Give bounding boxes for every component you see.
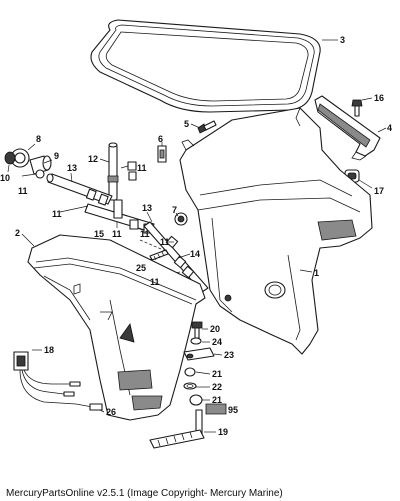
shaft-part-12	[107, 142, 119, 201]
callout-21-b: 21	[212, 395, 222, 405]
lower-cowl-part-2	[27, 234, 206, 421]
callout-16: 16	[374, 93, 384, 103]
callout-17: 17	[374, 186, 384, 196]
bushing-part-21-lower	[189, 394, 203, 406]
washer-part-24	[190, 337, 202, 345]
callout-26: 26	[106, 407, 116, 417]
shaft-part-13-upper	[46, 173, 113, 206]
callout-24: 24	[212, 337, 222, 347]
rear-cowl-part-1	[179, 107, 373, 355]
callout-14: 14	[190, 249, 200, 259]
callout-6: 6	[158, 134, 163, 144]
callout-23: 23	[224, 350, 234, 360]
callout-15: 15	[94, 229, 104, 239]
callout-19: 19	[218, 427, 228, 437]
callout-11-b: 11	[18, 186, 28, 196]
seal-gasket-part-3	[90, 19, 321, 113]
shaft-part-13-lower	[143, 221, 209, 293]
latch-bracket-part-4	[314, 95, 381, 161]
callout-20: 20	[210, 324, 220, 334]
clip-part-95	[205, 403, 227, 415]
washer-part-22	[183, 382, 197, 390]
knob-part-9	[29, 155, 52, 175]
callout-11-c: 11	[52, 209, 62, 219]
callout-1: 1	[314, 268, 319, 278]
callout-13-b: 13	[142, 203, 152, 213]
callout-4: 4	[387, 123, 392, 133]
bushing-part-11-upper	[127, 161, 137, 181]
knob-part-10	[4, 151, 16, 165]
bushing-part-21-upper	[184, 367, 196, 377]
callout-21-a: 21	[212, 369, 222, 379]
pin-part-25	[149, 249, 169, 261]
switch-part-18	[13, 351, 103, 411]
callout-22: 22	[212, 382, 222, 392]
callout-11-d: 11	[112, 229, 122, 239]
callout-9: 9	[54, 151, 59, 161]
callout-18: 18	[44, 345, 54, 355]
copyright-text: MercuryPartsOnline v2.5.1 (Image Copyrig…	[6, 488, 283, 499]
screw-part-20	[191, 321, 203, 339]
callout-12: 12	[88, 154, 98, 164]
screw-part-16	[351, 99, 363, 117]
callout-11-f: 11	[160, 237, 170, 247]
callout-11-e: 11	[140, 229, 150, 239]
callout-11-g: 11	[150, 277, 160, 287]
callout-10: 10	[0, 173, 10, 183]
callout-13-a: 13	[67, 163, 77, 173]
lever-part-23	[183, 347, 215, 361]
bushing-part-11-left	[35, 169, 45, 179]
callout-11-a: 11	[137, 163, 147, 173]
callout-25: 25	[136, 263, 146, 273]
handle-part-19	[149, 409, 205, 449]
callout-5: 5	[184, 119, 189, 129]
callout-8: 8	[36, 134, 41, 144]
callout-3: 3	[340, 35, 345, 45]
callout-7: 7	[172, 205, 177, 215]
bolt-part-5	[197, 120, 217, 134]
callout-95: 95	[228, 405, 238, 415]
callout-2: 2	[15, 228, 20, 238]
clip-part-6	[157, 145, 167, 163]
